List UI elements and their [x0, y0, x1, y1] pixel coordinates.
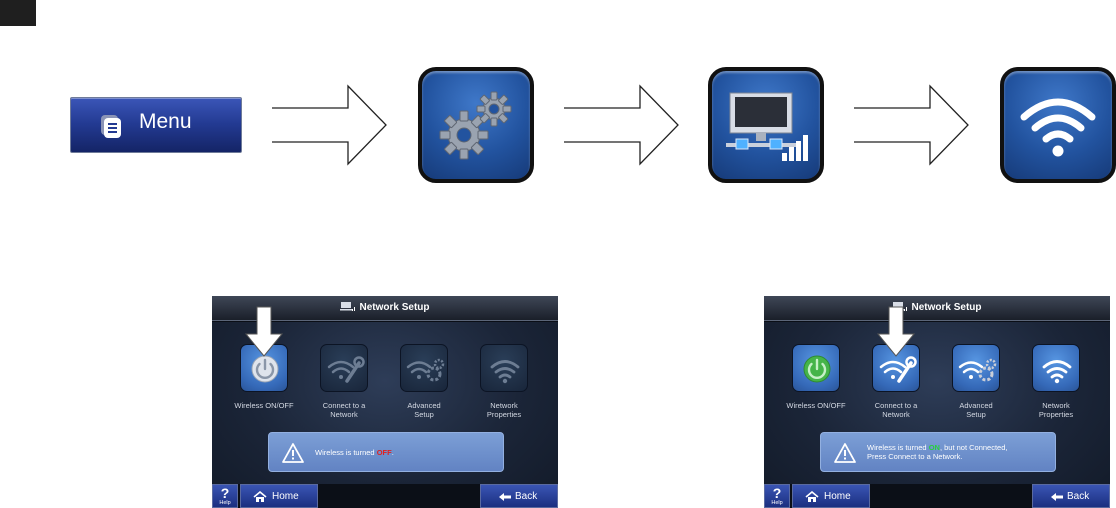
page-title: Network Setup [911, 302, 982, 313]
flow-arrow-icon [854, 84, 969, 166]
down-arrow-indicator-icon [244, 306, 284, 357]
home-button[interactable]: Home [240, 484, 318, 508]
flow-arrow-icon [564, 84, 679, 166]
header-divider [212, 321, 558, 322]
back-button[interactable]: Back [480, 484, 558, 508]
settings-tile[interactable] [418, 67, 534, 183]
header-divider [764, 321, 1110, 322]
down-arrow-indicator-icon [876, 306, 916, 357]
screen-header: Network Setup [764, 296, 1110, 321]
network-setup-tile[interactable] [708, 67, 824, 183]
help-button[interactable]: ? Help [212, 484, 238, 508]
wifi-icon [490, 360, 520, 384]
menu-button[interactable]: Menu [70, 97, 242, 153]
wifi-wrench-icon [879, 356, 917, 383]
menu-label: Menu [139, 110, 192, 133]
status-message: Wireless is turned ON, but not Connected… [820, 432, 1056, 472]
help-icon: ? [220, 485, 230, 501]
network-setup-screen-wireless-off: Network Setup [212, 296, 558, 508]
flow-arrow-icon [272, 84, 387, 166]
help-icon: ? [772, 485, 782, 501]
power-icon [803, 355, 831, 383]
wifi-gears-icon [958, 358, 997, 382]
network-properties-button[interactable] [480, 344, 528, 392]
settings-gears-icon [439, 91, 512, 160]
wireless-on-off-label: Wireless ON/OFF [786, 401, 846, 410]
power-icon [251, 355, 279, 383]
status-off-text: OFF [376, 447, 392, 457]
wifi-wrench-icon [327, 356, 365, 383]
home-icon [253, 491, 267, 502]
wireless-on-off-button[interactable] [792, 344, 840, 392]
wifi-icon [1042, 360, 1072, 384]
network-properties-button[interactable] [1032, 344, 1080, 392]
connect-to-network-button[interactable] [320, 344, 368, 392]
warning-icon [834, 443, 856, 463]
network-monitor-signal-icon [340, 302, 356, 311]
help-button[interactable]: ? Help [764, 484, 790, 508]
advanced-setup-button[interactable] [952, 344, 1000, 392]
page-title: Network Setup [359, 302, 430, 313]
wifi-gears-icon [406, 358, 445, 382]
status-message: Wireless is turned OFF. [268, 432, 504, 472]
warning-icon [282, 443, 304, 463]
corner-block [0, 0, 36, 26]
back-arrow-icon [499, 493, 511, 501]
back-arrow-icon [1051, 493, 1063, 501]
home-button[interactable]: Home [792, 484, 870, 508]
back-button[interactable]: Back [1032, 484, 1110, 508]
network-setup-screen-wireless-on: Network Setup [764, 296, 1110, 508]
home-icon [805, 491, 819, 502]
menu-icon [101, 115, 121, 138]
status-on-text: ON [928, 443, 940, 452]
advanced-setup-button[interactable] [400, 344, 448, 392]
wireless-tile[interactable] [1000, 67, 1116, 183]
wireless-on-off-label: Wireless ON/OFF [234, 401, 294, 410]
network-monitor-signal-icon [726, 92, 808, 161]
wifi-icon [1020, 98, 1096, 157]
